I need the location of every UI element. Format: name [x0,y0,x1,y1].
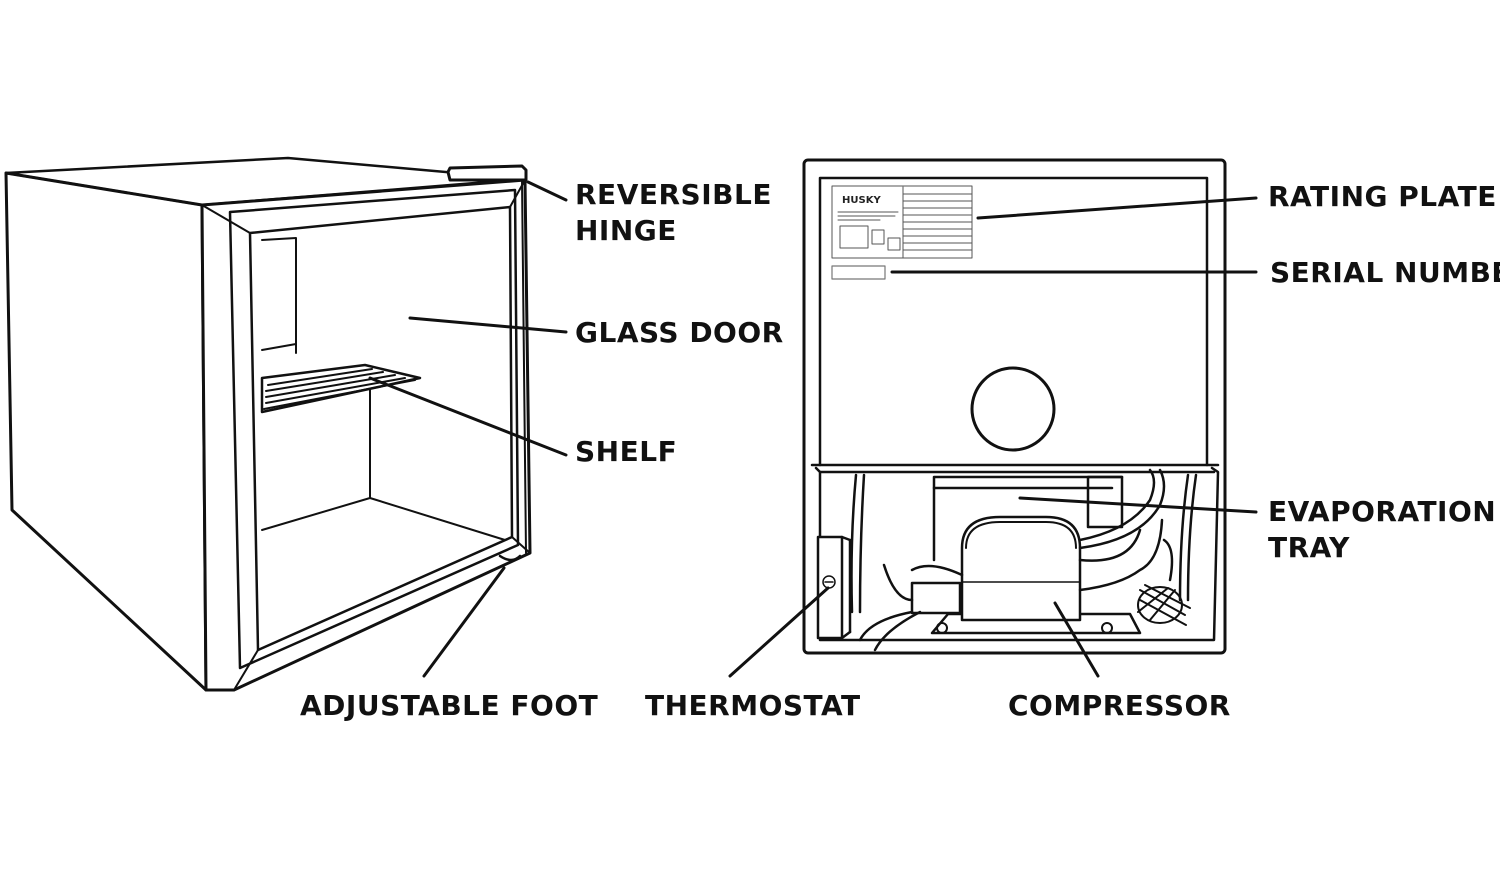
back-panel-inner [818,176,1209,467]
hinge-block [446,164,528,182]
label-compressor: COMPRESSOR [1008,689,1231,722]
compressor-compartment [814,466,1220,642]
label-thermostat: THERMOSTAT [645,689,861,722]
vent-circle [970,366,1056,452]
interior [261,237,506,541]
rating-plate-graphic [831,185,973,259]
label-reversible-hinge: REVERSIBLE HINGE [575,177,772,249]
label-evaporation-tray: EVAPORATION TRAY [1268,494,1496,566]
label-reversible-hinge-line1: REVERSIBLE [575,178,772,211]
foot-nub [498,554,522,562]
cabinet-side-panel [4,171,208,692]
thermostat-box [816,535,852,640]
label-evaporation-tray-line2: TRAY [1268,531,1350,564]
compressor-body [910,515,1142,635]
label-evaporation-tray-line1: EVAPORATION [1268,495,1497,528]
rear-view-fridge [728,158,1258,678]
door-frame-bevel [228,188,520,670]
filter-coil [1137,584,1191,626]
refrigerant-pipes [850,468,1198,652]
label-adjustable-foot: ADJUSTABLE FOOT [300,689,599,722]
label-shelf: SHELF [575,435,678,468]
rating-plate-brand: HUSKY [842,195,881,206]
rear-leader-lines [728,196,1258,678]
label-reversible-hinge-line2: HINGE [575,214,677,247]
front-view-fridge [4,156,568,692]
back-panel-outer [802,158,1227,655]
label-rating-plate: RATING PLATE [1268,180,1497,213]
front-leader-lines [368,180,568,678]
label-glass-door: GLASS DOOR [575,316,784,349]
label-serial-number: SERIAL NUMBER [1270,256,1500,289]
serial-number-sticker [831,265,886,280]
door-frame-outer [200,178,532,692]
